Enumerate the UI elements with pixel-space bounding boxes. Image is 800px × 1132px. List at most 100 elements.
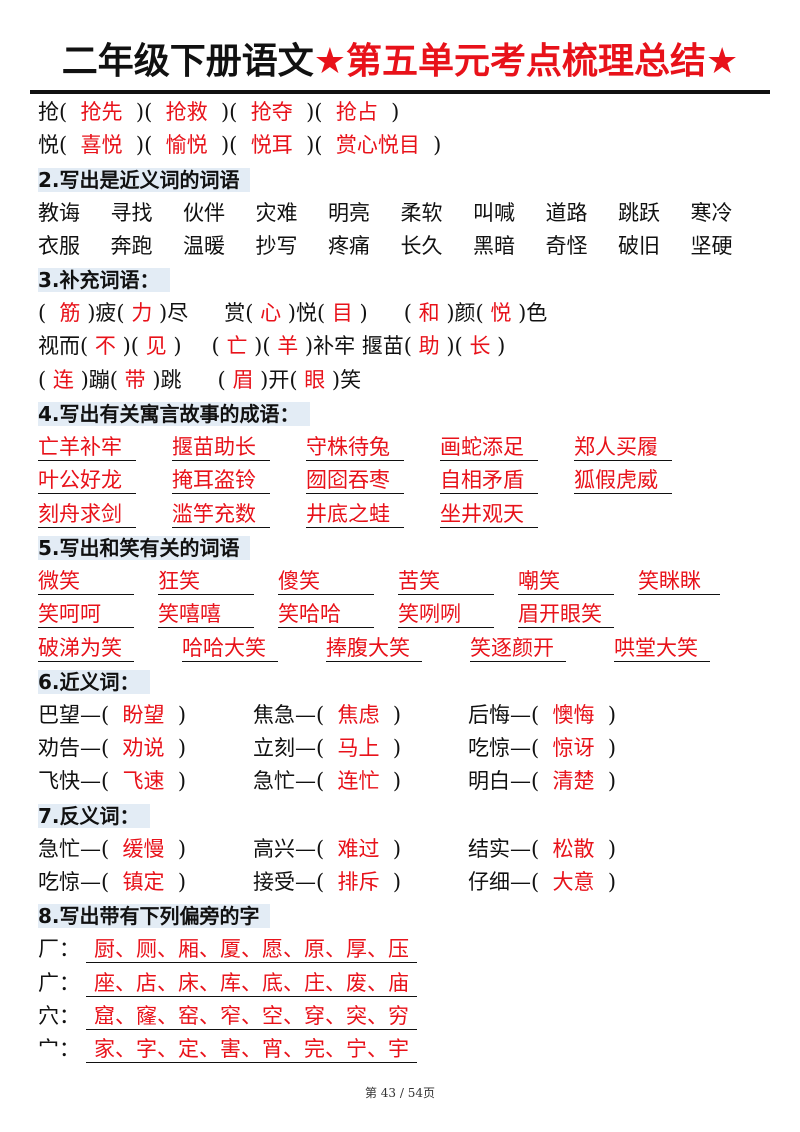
section-4-heading: 4.写出有关寓言故事的成语： [38,397,768,431]
radical-chars: 座、店、床、库、底、庄、废、庙 [86,970,417,997]
synonym-words-row: 教诲寻找伙伴灾难明亮柔软叫喊道路跳跃寒冷 [38,197,768,230]
idiom: 亡羊补牢 [38,434,136,462]
laugh-words-row: 破涕为笑哈哈大笑捧腹大笑笑逐颜开哄堂大笑 [38,632,768,665]
idiom-row: 亡羊补牢揠苗助长守株待兔画蛇添足郑人买履 [38,431,768,464]
word: 黑暗 [473,233,515,258]
answer: 见 [145,334,167,359]
laugh-word: 傻笑 [278,568,374,595]
answer: 带 [124,367,146,392]
laugh-word: 笑哈哈 [278,601,374,629]
title-underline [30,90,770,94]
answer: 悦 [490,301,512,326]
answer: 清楚 [552,769,595,794]
answer: 松散 [552,836,595,861]
answer: 心 [260,301,282,326]
answer: 难过 [337,836,380,861]
idiom: 刻舟求剑 [38,501,136,528]
word: 寻找 [110,200,153,225]
intro-head: 悦 [38,133,59,158]
laugh-word: 微笑 [38,568,134,595]
section-7-heading: 7.反义词： [38,799,768,833]
radical-label: 厂： [38,937,80,962]
laugh-word: 笑逐颜开 [470,635,566,662]
idiom-row: 叶公好龙掩耳盗铃囫囵吞枣自相矛盾狐假虎威 [38,464,768,497]
answer: 劝说 [122,736,165,761]
answer: 大意 [552,870,595,895]
radical-row: 穴：窟、窿、窑、窄、空、穿、突、穷 [38,1000,768,1033]
answer: 马上 [337,736,380,761]
page-title: 二年级下册语文★第五单元考点梳理总结★ [30,40,770,84]
laugh-word: 笑咧咧 [398,601,494,629]
answer: 不 [94,334,116,359]
radical-label: 广： [38,970,80,995]
answer: 长 [469,334,491,359]
idiom: 揠苗助长 [172,434,270,462]
answer: 镇定 [122,870,165,895]
answer: 惊讶 [552,736,595,761]
answer: 和 [418,301,440,326]
antonym-pair-row: 吃惊—( 镇定 )接受—( 排斥 )仔细—( 大意 ) [38,870,617,895]
laugh-word: 眉开眼笑 [518,601,614,629]
word: 抄写 [255,233,298,258]
section-2-heading: 2.写出是近义词的词语 [38,163,768,197]
idiom: 守株待兔 [306,434,404,462]
idiom: 郑人买履 [574,434,672,462]
word: 教诲 [38,200,80,225]
answer: 亡 [226,334,248,359]
intro-head: 抢 [38,100,59,124]
radical-row: 宀：家、字、定、害、宵、完、宁、宇 [38,1033,768,1066]
word: 跳跃 [618,200,660,225]
answer: 懊悔 [552,702,595,727]
answer: 力 [131,301,153,326]
word: 坚硬 [690,233,733,258]
answer: 悦耳 [250,133,293,158]
synonym-pair-row: 劝告—( 劝说 )立刻—( 马上 )吃惊—( 惊讶 ) [38,736,617,761]
worksheet-content: 抢( 抢先 )( 抢救 )( 抢夺 )( 抢占 ) 悦( 喜悦 )( 愉悦 )(… [38,96,768,1067]
radical-row: 厂：厨、厕、厢、厦、愿、原、厚、压 [38,933,768,966]
radical-chars: 家、字、定、害、宵、完、宁、宇 [86,1036,417,1064]
answer: 连 [52,367,74,392]
answer: 抢夺 [250,100,293,124]
fill-in-row: ( 筋 )疲( 力 )尽赏( 心 )悦( 目 )( 和 )颜( 悦 )色 [38,301,548,326]
idiom-row: 刻舟求剑 滥竽充数 井底之蛙 坐井观天 [38,498,768,531]
word: 破旧 [618,233,660,258]
idiom: 井底之蛙 [306,501,404,528]
laugh-word: 哄堂大笑 [614,635,710,662]
word: 灾难 [255,200,298,225]
idiom: 狐假虎威 [574,467,672,495]
answer: 羊 [277,334,299,359]
radical-label: 宀： [38,1037,80,1062]
answer: 抢先 [80,100,123,124]
section-6-heading: 6.近义词： [38,665,768,699]
word: 疼痛 [328,233,370,258]
idiom: 坐井观天 [440,501,538,528]
answer: 抢救 [165,100,208,124]
word: 衣服 [38,233,80,258]
word: 长久 [400,233,443,258]
radical-chars: 厨、厕、厢、厦、愿、原、厚、压 [86,936,417,964]
word: 柔软 [400,200,443,225]
laugh-word: 捧腹大笑 [326,635,422,662]
laugh-word: 哈哈大笑 [182,635,278,662]
synonym-pair-row: 飞快—( 飞速 )急忙—( 连忙 )明白—( 清楚 ) [38,769,617,794]
laugh-word: 笑嘻嘻 [158,601,254,629]
laugh-word: 狂笑 [158,568,254,595]
fill-in-row: 视而( 不 )( 见 )( 亡 )( 羊 )补牢 揠苗( 助 )( 长 ) [38,334,506,359]
laugh-word: 嘲笑 [518,568,614,595]
laugh-word: 笑呵呵 [38,601,134,629]
answer: 焦虑 [337,702,380,727]
answer: 抢占 [335,100,378,124]
idiom: 滥竽充数 [172,501,270,528]
answer: 喜悦 [80,133,123,158]
word: 温暖 [183,233,225,258]
radical-chars: 窟、窿、窑、窄、空、穿、突、穷 [86,1003,417,1030]
section-5-heading: 5.写出和笑有关的词语 [38,531,768,565]
section-8-heading: 8.写出带有下列偏旁的字 [38,899,768,933]
radical-label: 穴： [38,1003,80,1028]
answer: 眼 [304,367,326,392]
word: 明亮 [328,200,370,225]
intro-row-qiang: 抢( 抢先 )( 抢救 )( 抢夺 )( 抢占 ) [38,100,400,124]
idiom: 自相矛盾 [440,467,538,495]
radical-row: 广：座、店、床、库、底、庄、废、庙 [38,967,768,1000]
answer: 目 [331,301,353,326]
